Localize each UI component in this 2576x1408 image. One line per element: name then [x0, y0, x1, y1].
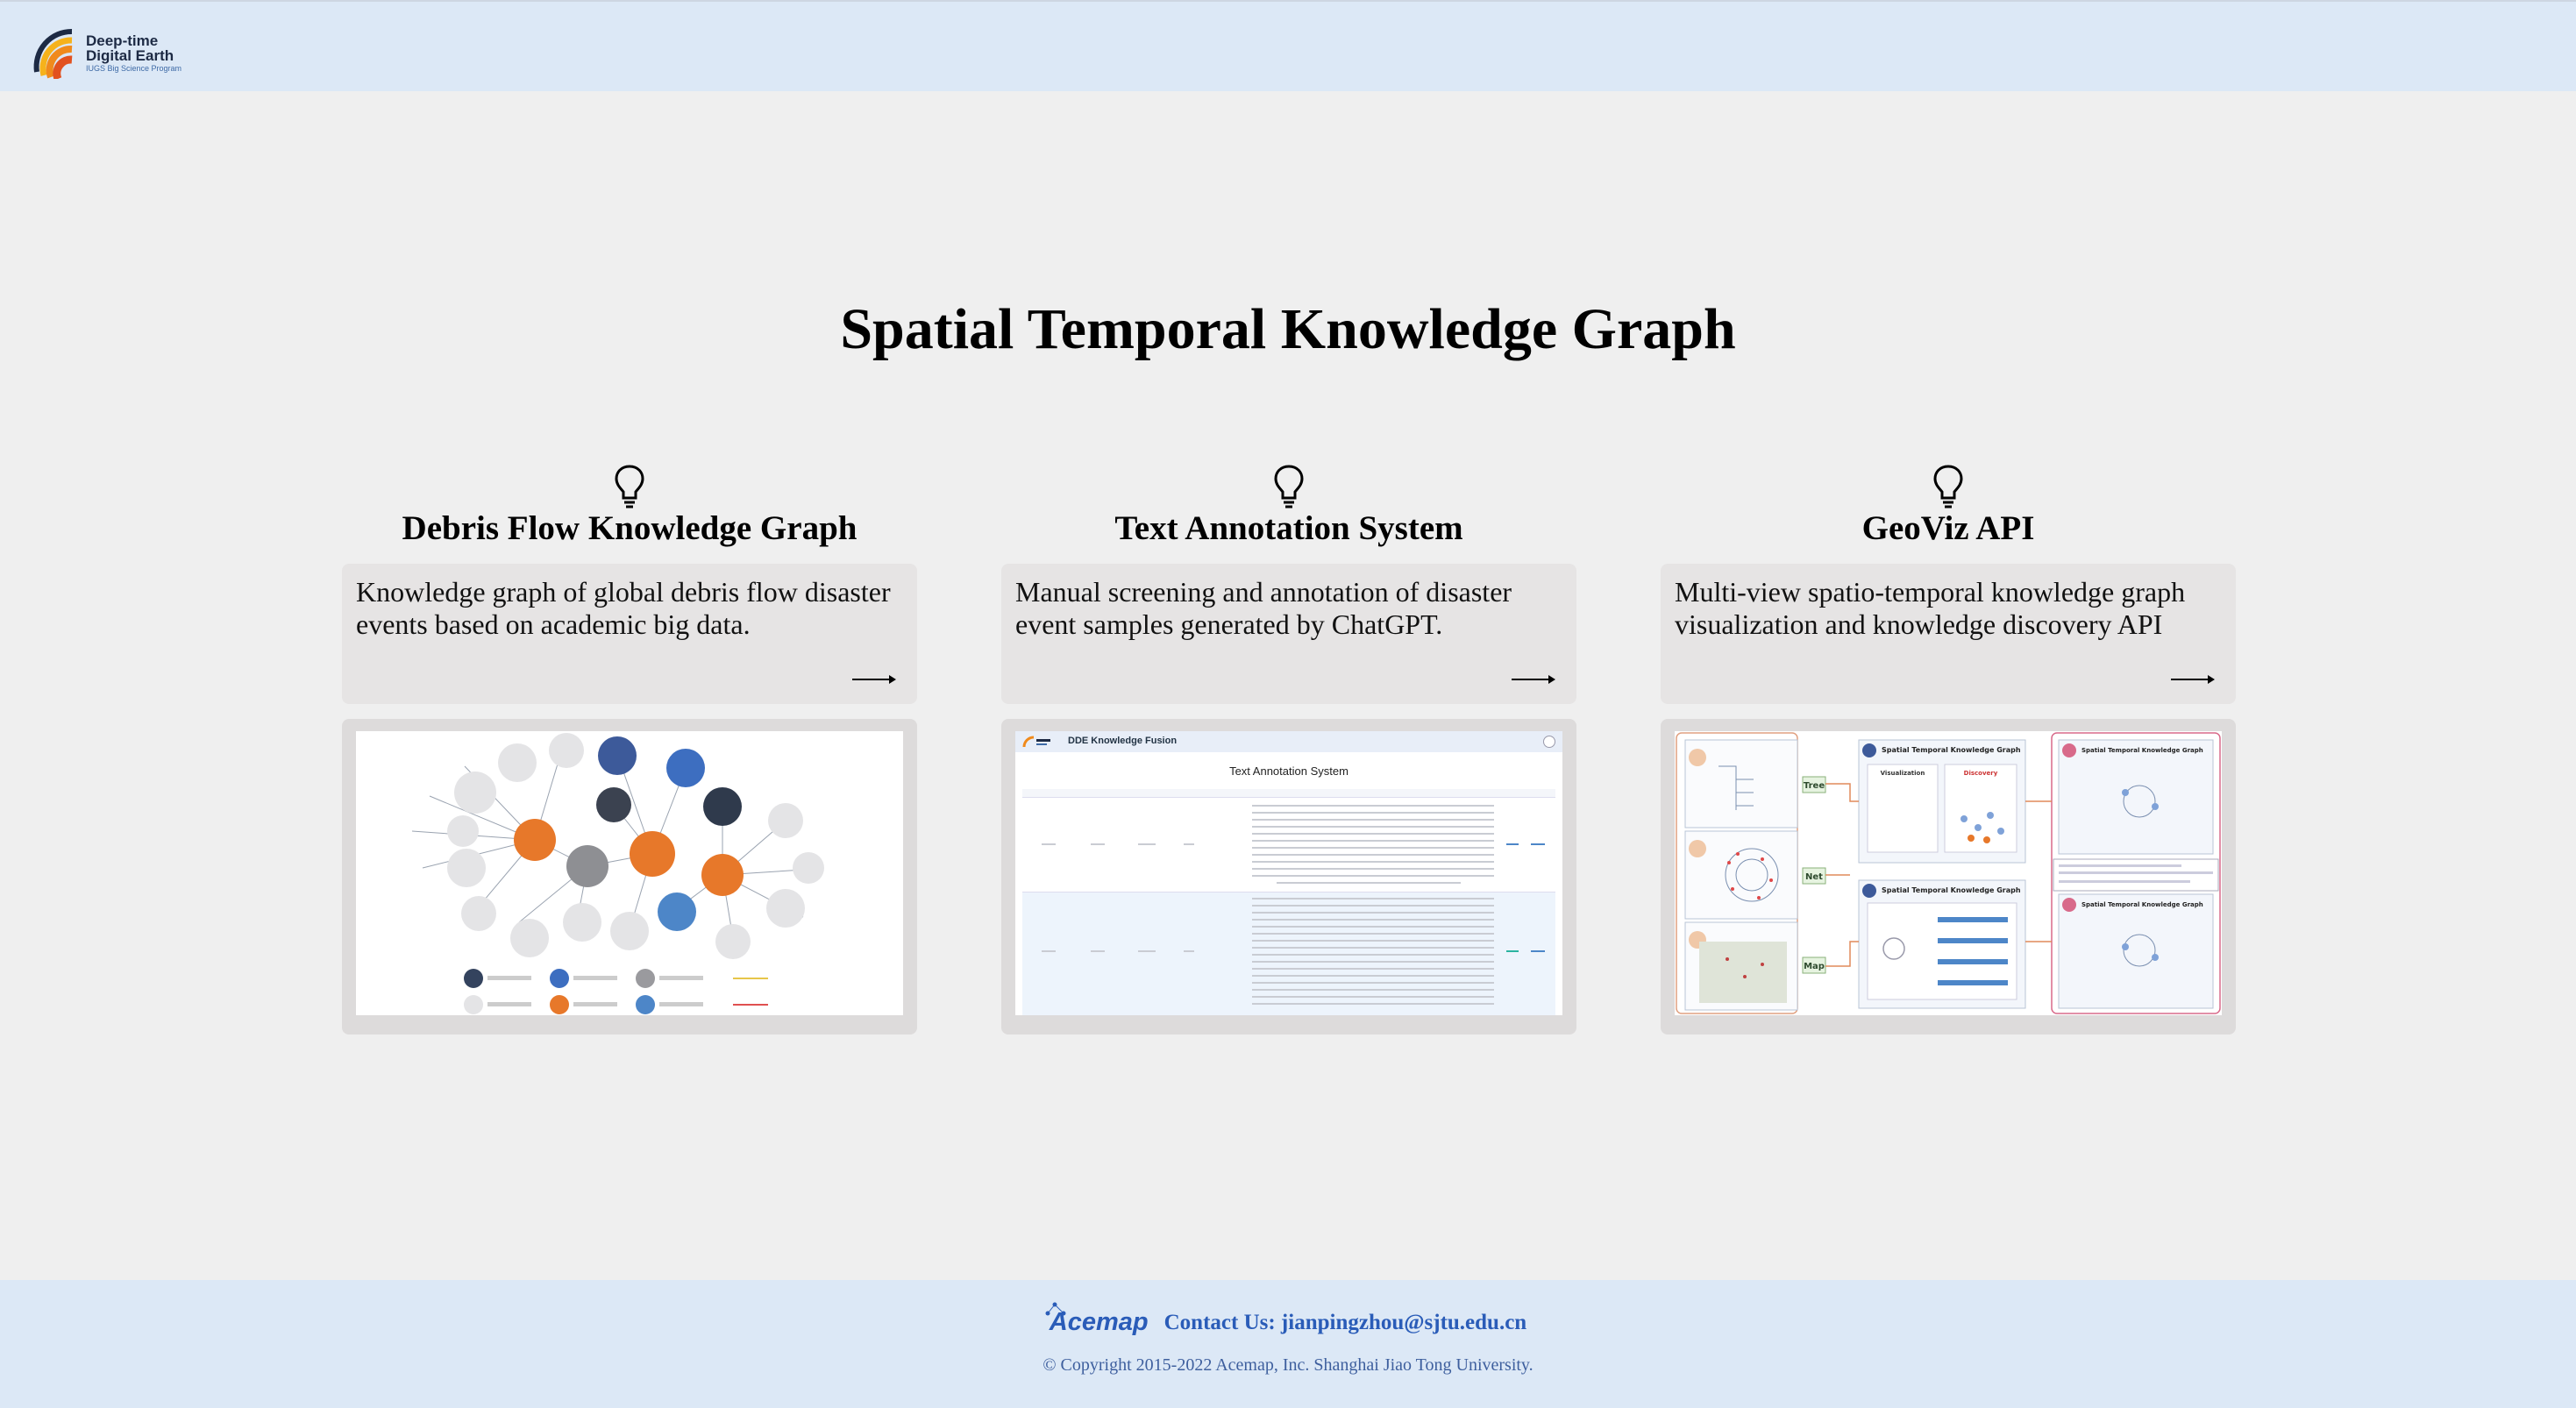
preview-app-bar: DDE Knowledge Fusion	[1015, 731, 1562, 752]
preview-tag-map: Map	[1804, 962, 1825, 971]
card-description: Manual screening and annotation of disas…	[1015, 576, 1512, 640]
preview-panel-title: Spatial Temporal Knowledge Graph	[2081, 747, 2203, 754]
preview-table-row	[1022, 798, 1555, 892]
card-preview-frame[interactable]: Tree Net Map Spatial Temporal Knowledge …	[1661, 719, 2236, 1035]
preview-panel-title: Spatial Temporal Knowledge Graph	[1882, 746, 2021, 754]
arrow-right-icon[interactable]	[2171, 674, 2217, 685]
card-description: Knowledge graph of global debris flow di…	[356, 576, 891, 640]
top-header: Deep-time Digital Earth IUGS Big Science…	[0, 0, 2576, 91]
acemap-logo[interactable]: Acemap	[1045, 1302, 1149, 1337]
arrow-right-icon[interactable]	[1512, 674, 1557, 685]
preview-tag-net: Net	[1805, 872, 1823, 882]
lightbulb-icon	[1933, 465, 1963, 508]
contact-email-link[interactable]: Contact Us: jianpingzhou@sjtu.edu.cn	[1163, 1310, 1527, 1334]
preview-panel-title: Spatial Temporal Knowledge Graph	[2081, 901, 2203, 908]
preview-table-header	[1022, 789, 1555, 798]
deep-time-digital-earth-logo[interactable]: Deep-time Digital Earth IUGS Big Science…	[32, 18, 189, 79]
preview-mid-label: Visualization	[1881, 770, 1925, 777]
card-description-box[interactable]: Manual screening and annotation of disas…	[1001, 564, 1576, 704]
card-title[interactable]: Debris Flow Knowledge Graph	[402, 509, 857, 547]
preview-table	[1022, 789, 1555, 1015]
card-preview-frame[interactable]	[342, 719, 917, 1035]
lightbulb-icon	[1274, 465, 1304, 508]
logo-mark-icon	[33, 28, 73, 79]
card-description: Multi-view spatio-temporal knowledge gra…	[1675, 576, 2186, 640]
card-title[interactable]: GeoViz API	[1861, 509, 2035, 547]
card-preview-frame[interactable]: DDE Knowledge Fusion Text Annotation Sys…	[1001, 719, 1576, 1035]
preview-logo-icon	[1022, 736, 1050, 748]
preview-avatar-icon	[1543, 736, 1555, 748]
logo-line3: IUGS Big Science Program	[86, 64, 182, 73]
page-title: Spatial Temporal Knowledge Graph	[840, 297, 1736, 361]
preview-tag-tree: Tree	[1804, 781, 1825, 791]
card-title[interactable]: Text Annotation System	[1114, 509, 1463, 547]
footer-contact-row: Acemap Contact Us: jianpingzhou@sjtu.edu…	[0, 1302, 2576, 1337]
preview-panel-title: Spatial Temporal Knowledge Graph	[1882, 886, 2021, 894]
preview-mid-label: Discovery	[1964, 770, 1998, 777]
knowledge-graph-preview-image	[356, 731, 903, 1015]
logo-line1: Deep-time	[86, 32, 159, 49]
arrow-right-icon[interactable]	[852, 674, 898, 685]
geoviz-preview-image: Tree Net Map Spatial Temporal Knowledge …	[1675, 731, 2222, 1015]
annotation-system-preview-image: DDE Knowledge Fusion Text Annotation Sys…	[1015, 731, 1562, 1015]
footer: Acemap Contact Us: jianpingzhou@sjtu.edu…	[0, 1280, 2576, 1408]
logo-line2: Digital Earth	[86, 47, 174, 64]
preview-table-row	[1022, 892, 1555, 1015]
preview-app-title: DDE Knowledge Fusion	[1068, 736, 1178, 746]
copyright-text: © Copyright 2015-2022 Acemap, Inc. Shang…	[1042, 1355, 1534, 1375]
preview-heading: Text Annotation System	[1229, 764, 1348, 778]
card-description-box[interactable]: Multi-view spatio-temporal knowledge gra…	[1661, 564, 2236, 704]
acemap-dots-icon	[1045, 1302, 1066, 1316]
acemap-brand: Acemap	[1049, 1308, 1149, 1336]
card-description-box[interactable]: Knowledge graph of global debris flow di…	[342, 564, 917, 704]
lightbulb-icon	[615, 465, 644, 508]
